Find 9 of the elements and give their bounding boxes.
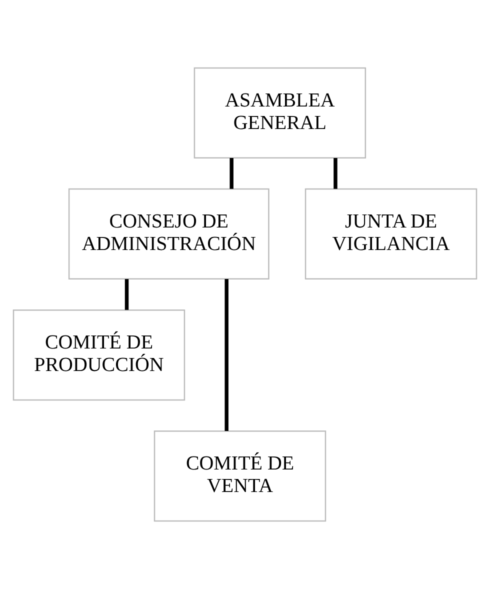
- node-box: ASAMBLEA GENERAL: [194, 67, 366, 158]
- connector: [224, 278, 228, 431]
- node-box: CONSEJO DE ADMINISTRACIÓN: [68, 188, 270, 280]
- connector: [124, 279, 129, 310]
- node-box: JUNTA DE VIGILANCIA: [304, 188, 478, 280]
- node-box: COMITÉ DE VENTA: [154, 430, 326, 522]
- connector: [334, 158, 338, 189]
- connector: [230, 158, 234, 189]
- node-box: COMITÉ DE PRODUCCIÓN: [12, 309, 186, 401]
